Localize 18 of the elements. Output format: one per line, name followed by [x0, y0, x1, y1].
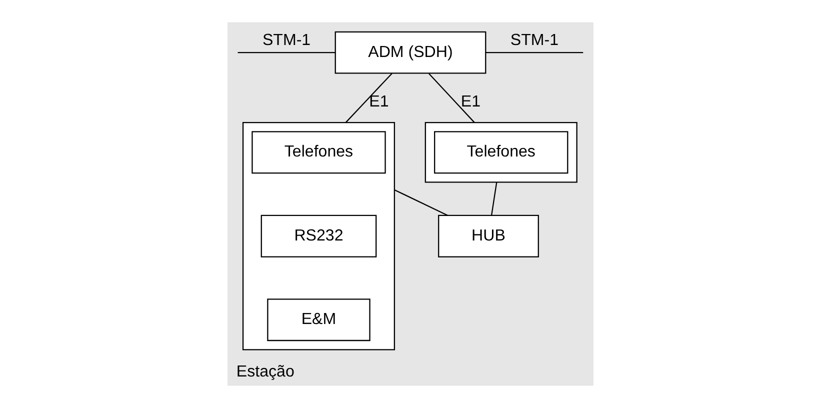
- edge-label: STM-1: [510, 30, 559, 48]
- cluster: [242, 121, 396, 350]
- node-box: E&M: [267, 298, 370, 341]
- connector: [345, 72, 392, 122]
- node-box: RS232: [260, 214, 377, 257]
- edge-label: E1: [460, 92, 481, 110]
- connector: [238, 52, 336, 53]
- node-box: Telefones: [252, 130, 386, 174]
- cluster: [424, 121, 578, 182]
- node-box: Telefones: [434, 130, 568, 174]
- connector: [486, 52, 584, 53]
- edge-label: E1: [369, 92, 389, 110]
- connector: [428, 72, 475, 122]
- edge-label: STM-1: [262, 30, 311, 48]
- connector: [394, 188, 448, 216]
- node-box: ADM (SDH): [334, 30, 486, 74]
- connector: [490, 182, 498, 216]
- node-box: HUB: [438, 214, 539, 257]
